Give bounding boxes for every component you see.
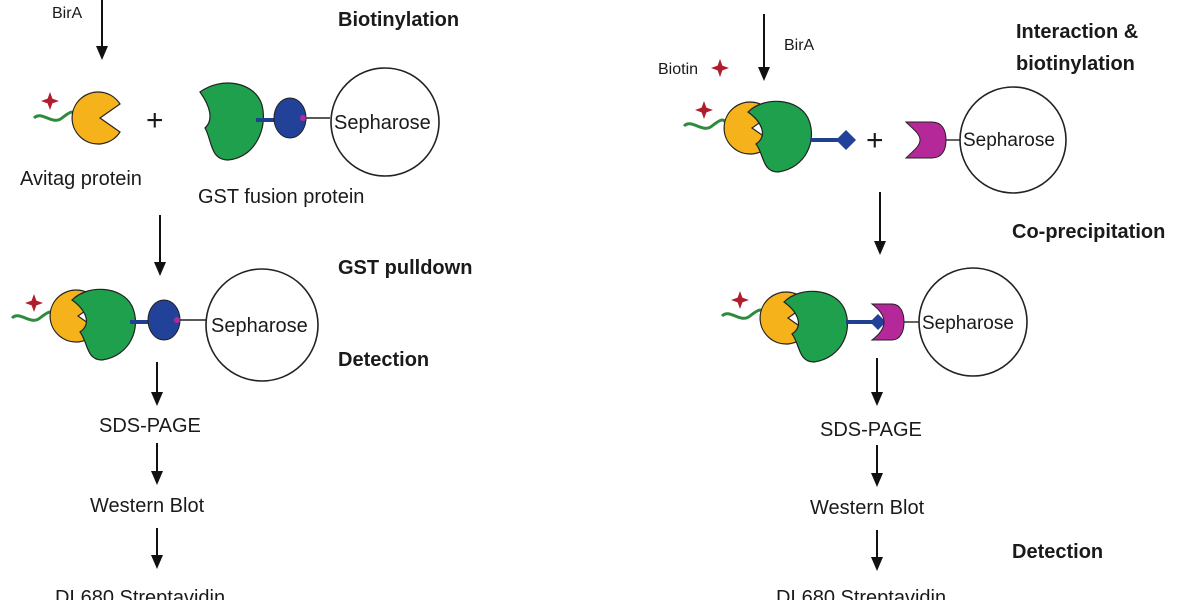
western-blot-right: Western Blot [810, 497, 925, 519]
arrow-to-coprecip [874, 192, 886, 255]
enzyme-label-right: BirA [784, 37, 815, 54]
biotin-icon [41, 92, 59, 110]
gst-fusion-label: GST fusion protein [198, 186, 364, 208]
interaction-complex [682, 100, 856, 173]
arrow-to-detection-right [871, 530, 883, 571]
step-biotinylation: Biotinylation [338, 9, 459, 31]
sepharose-label-2-left: Sepharose [211, 315, 308, 337]
avitag-protein-left [32, 91, 121, 145]
sepharose-label-1-right: Sepharose [963, 130, 1055, 151]
plus-sign-right: + [866, 124, 884, 157]
detect-reagent-right: DL680 Streptavidin [776, 587, 946, 600]
right-panel: BirA Biotin Interaction & biotinylation … [658, 14, 1165, 600]
arrow-to-sds-left [151, 362, 163, 406]
biotin-icon [25, 294, 43, 312]
left-panel: BirA Biotinylation Avitag protein + Seph… [10, 0, 472, 600]
coprecip-complex [720, 290, 920, 363]
sepharose-bead-2-right [918, 267, 1028, 377]
detect-reagent-left: DL680 Streptavidin [55, 587, 225, 600]
arrow-to-sds-right [871, 358, 883, 406]
arrow-to-western-left [151, 443, 163, 485]
biotin-icon [731, 291, 749, 309]
pulldown-complex [10, 288, 206, 361]
western-blot-left: Western Blot [90, 495, 205, 517]
gst-fusion-protein [199, 82, 330, 161]
sds-page-right: SDS-PAGE [820, 419, 922, 441]
arrow-to-pulldown [154, 215, 166, 276]
sepharose-bead-1-left [330, 67, 440, 177]
biotin-icon [695, 101, 713, 119]
arrow-birA-right [758, 14, 770, 81]
sepharose-bead-1-right [959, 86, 1067, 194]
plus-sign-left: + [146, 104, 164, 137]
arrow-to-western-right [871, 445, 883, 487]
step-detection-right: Detection [1012, 541, 1103, 563]
enzyme-label-left: BirA [52, 5, 83, 22]
sepharose-label-2-right: Sepharose [922, 313, 1014, 334]
step-gst-pulldown: GST pulldown [338, 257, 472, 279]
arrow-to-detection-left [151, 528, 163, 569]
step-interaction-line2: biotinylation [1016, 53, 1135, 75]
sepharose-label-1-left: Sepharose [334, 112, 431, 134]
biotin-label: Biotin [658, 61, 698, 78]
arrow-birA-left [96, 0, 108, 60]
sds-page-left: SDS-PAGE [99, 415, 201, 437]
avitag-label: Avitag protein [20, 168, 142, 190]
sepharose-bead-2-left [205, 268, 319, 382]
streptavidin-bead-linker [904, 121, 962, 159]
step-interaction-line1: Interaction & [1016, 21, 1138, 43]
step-detection-left: Detection [338, 349, 429, 371]
step-co-precipitation: Co-precipitation [1012, 221, 1165, 243]
biotin-legend-icon [711, 59, 729, 77]
